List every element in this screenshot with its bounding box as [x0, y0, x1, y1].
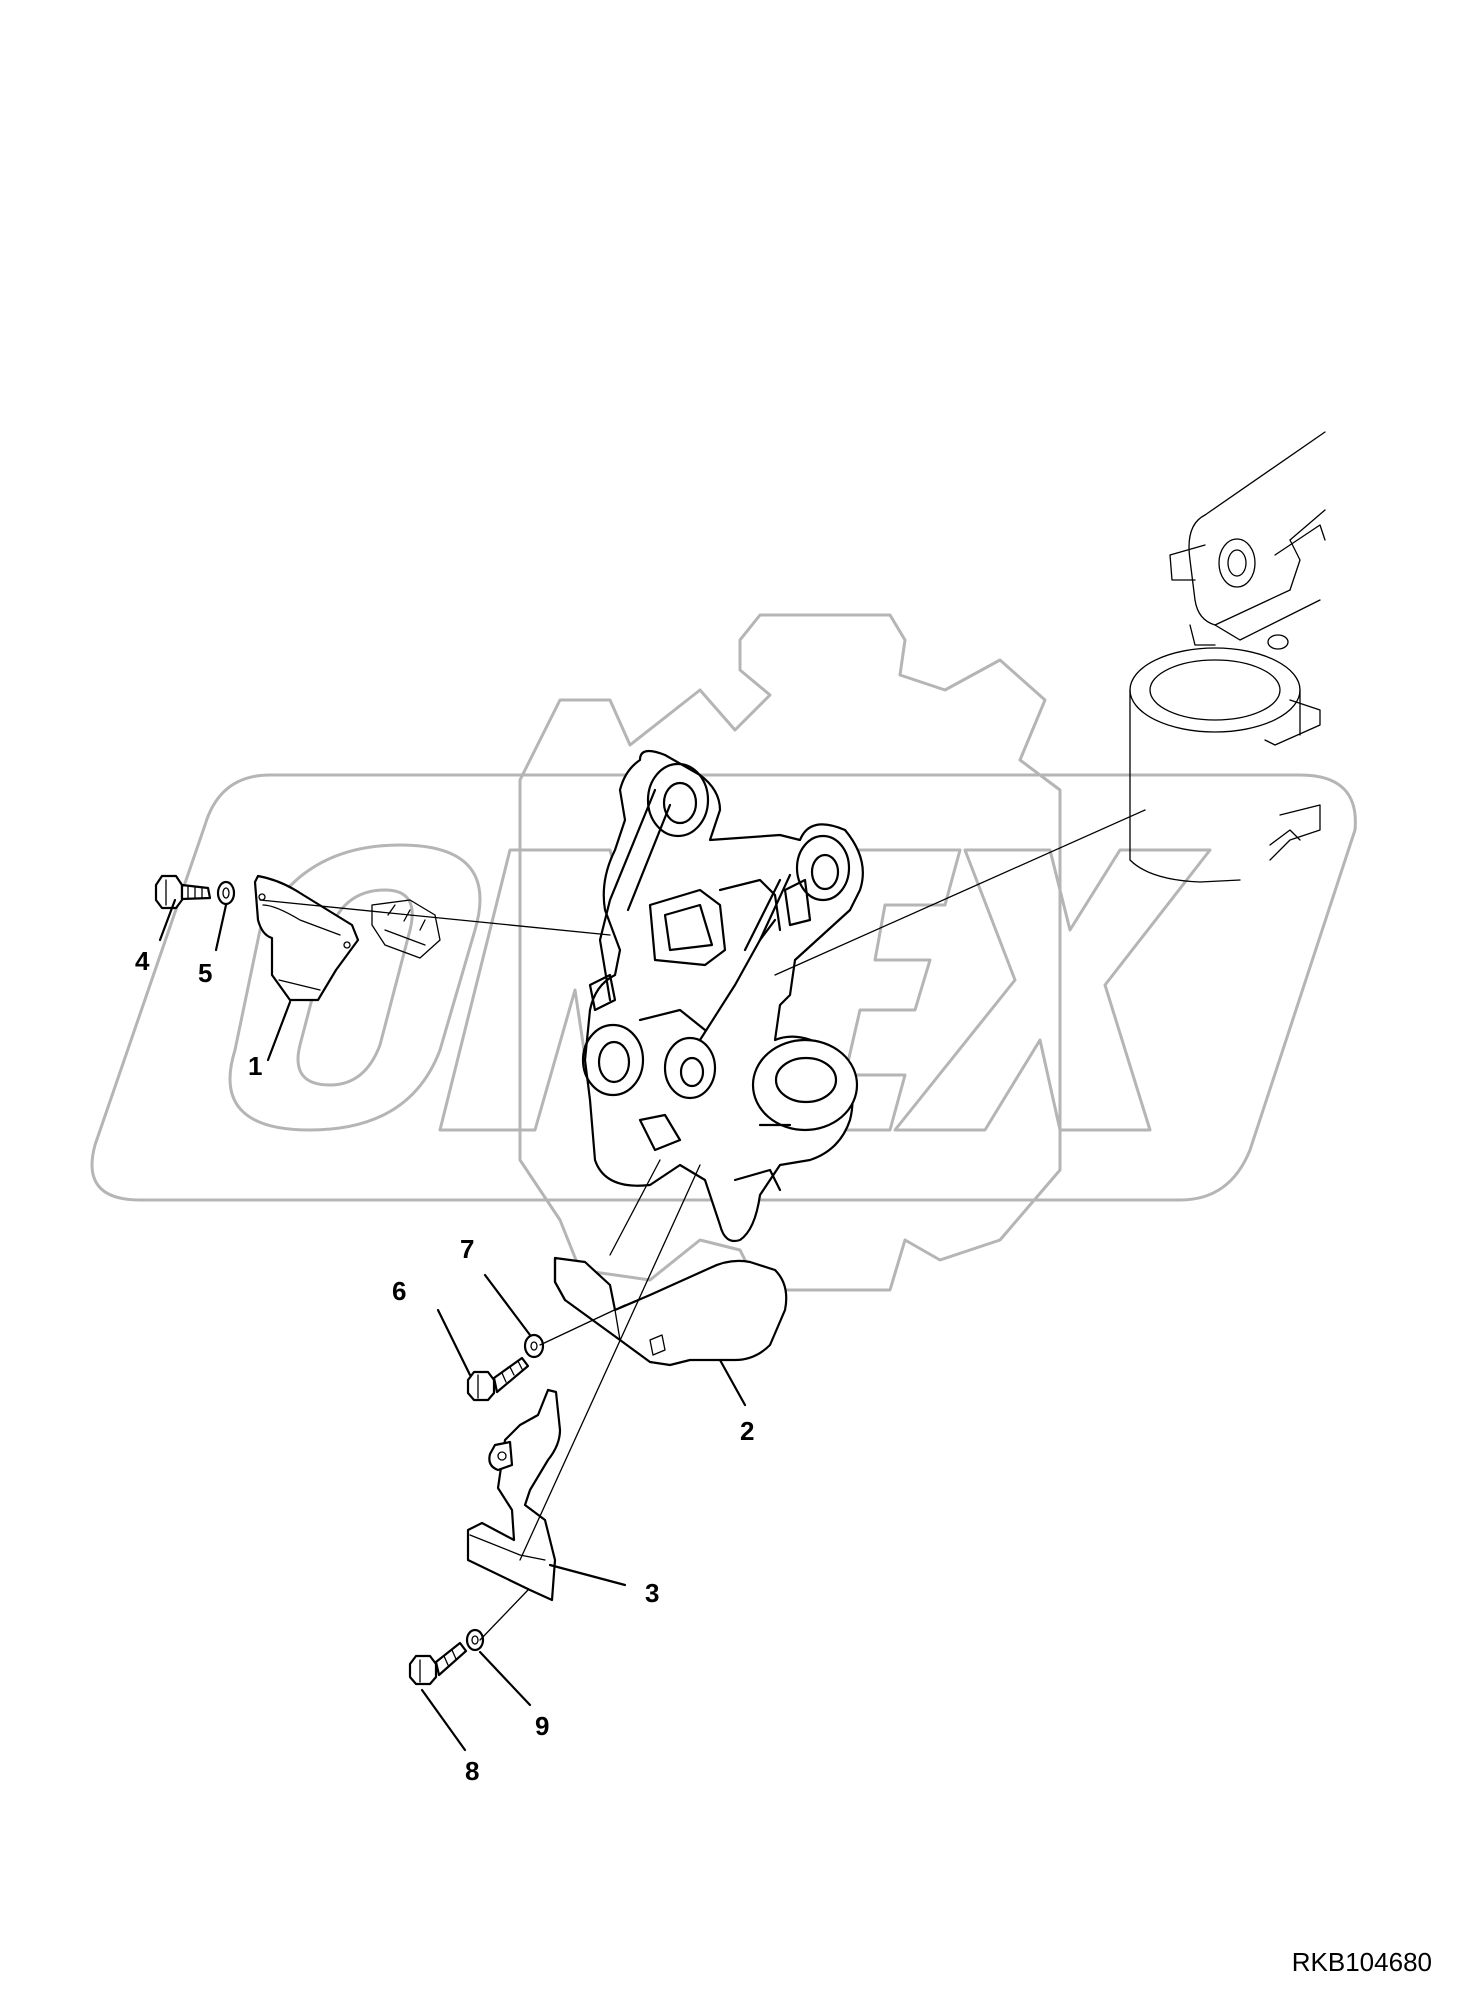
swing-bracket — [581, 749, 864, 1243]
part-3-bracket — [466, 1388, 562, 1602]
callout-3: 3 — [645, 1578, 659, 1608]
watermark-letter-e — [743, 848, 962, 1132]
part-8-bolt — [408, 1641, 468, 1686]
assembly-lines — [259, 809, 1146, 1641]
part-2-cover — [553, 1256, 788, 1367]
callout-8: 8 — [465, 1756, 479, 1786]
part-1-assembled-ghost — [371, 899, 441, 959]
leader-lines — [158, 898, 747, 1752]
callouts: 1 2 3 4 5 6 7 8 9 — [135, 946, 754, 1786]
callout-5: 5 — [198, 958, 212, 988]
callout-1: 1 — [248, 1051, 262, 1081]
watermark-letter-x — [893, 848, 1212, 1132]
watermark-letter-o — [228, 843, 482, 1132]
part-5-washer — [216, 880, 236, 906]
boom-structure — [1129, 431, 1326, 883]
part-9-washer — [465, 1628, 485, 1652]
callout-7: 7 — [460, 1234, 474, 1264]
watermark-gear — [518, 613, 1062, 1292]
callout-6: 6 — [392, 1276, 406, 1306]
part-1-plate — [253, 874, 360, 1002]
part-7-washer — [523, 1333, 545, 1359]
watermark-band — [90, 773, 1357, 1202]
callout-9: 9 — [535, 1711, 549, 1741]
drawing-code: RKB104680 — [1291, 1947, 1432, 1977]
callout-4: 4 — [135, 946, 150, 976]
part-4-bolt — [154, 874, 212, 910]
callout-2: 2 — [740, 1416, 754, 1446]
part-6-bolt — [466, 1356, 530, 1402]
